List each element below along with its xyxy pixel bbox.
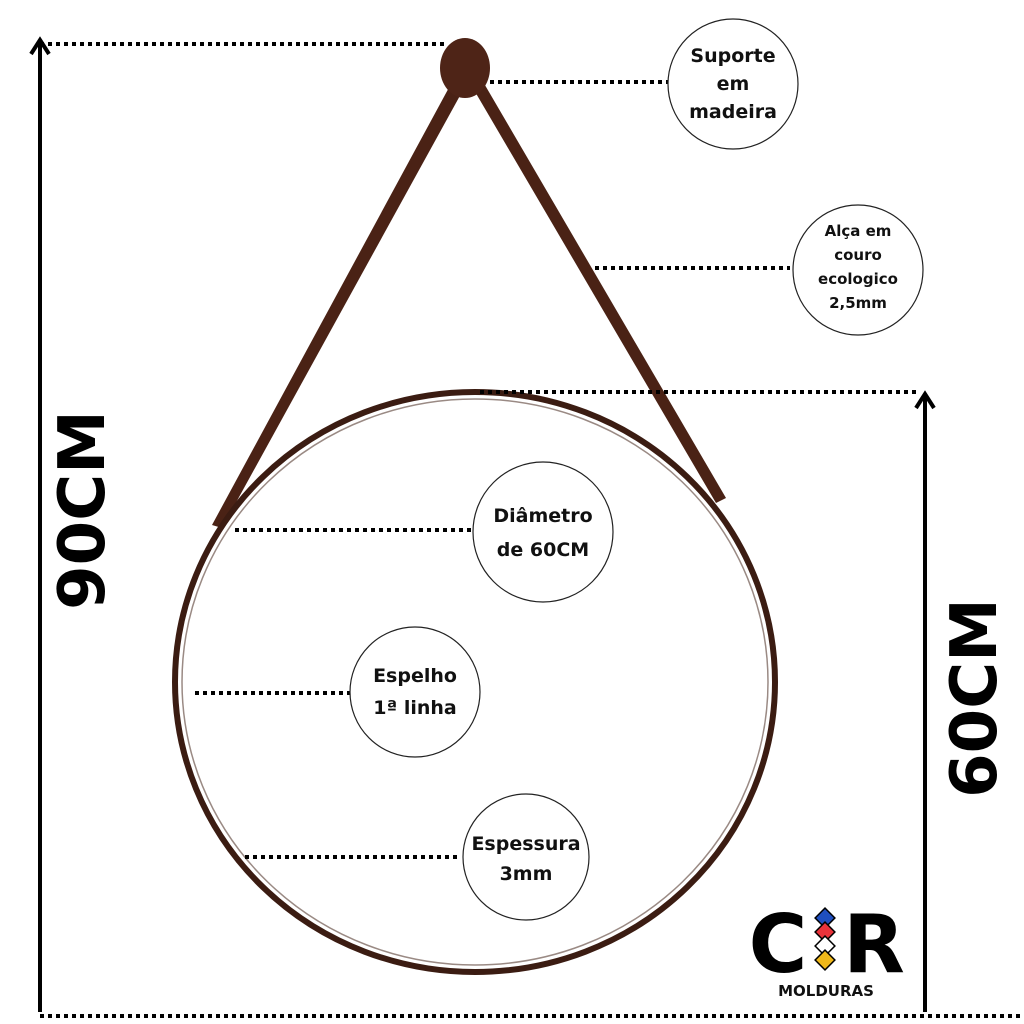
callout-text: madeira <box>689 101 777 123</box>
callout-text: couro <box>834 246 882 264</box>
height-arrowhead-icon <box>29 36 51 56</box>
callout-text: 3mm <box>500 863 553 885</box>
callout-text: Alça em <box>825 222 892 240</box>
callout-strap: Alça em couro ecologico 2,5mm <box>792 204 924 336</box>
mirror-glass <box>181 398 769 966</box>
leather-strap-left <box>212 82 462 528</box>
callout-text: de 60CM <box>497 539 589 561</box>
callout-text: Espelho <box>373 665 457 687</box>
callout-text: em <box>717 73 750 95</box>
brand-logo: C R MOLDURAS <box>749 898 905 1000</box>
callout-text: ecologico <box>818 270 898 288</box>
height-label: 90CM <box>46 410 120 610</box>
callout-text: 2,5mm <box>829 294 887 312</box>
logo-subtitle: MOLDURAS <box>778 982 874 1000</box>
callout-text: Diâmetro <box>493 505 592 527</box>
callout-text: Espessura <box>471 833 580 855</box>
svg-text:R: R <box>843 898 905 991</box>
callout-support: Suporte em madeira <box>667 18 799 150</box>
callout-thickness: Espessura 3mm <box>462 793 590 921</box>
diameter-label: 60CM <box>938 598 1012 798</box>
diameter-arrowhead-icon <box>914 390 936 410</box>
wooden-support-knob <box>440 38 490 98</box>
callout-text: 1ª linha <box>373 697 456 719</box>
callout-diameter: Diâmetro de 60CM <box>472 461 614 603</box>
leather-strap-right <box>474 80 726 503</box>
callout-mirror: Espelho 1ª linha <box>349 626 481 758</box>
callout-text: Suporte <box>690 45 775 67</box>
svg-text:C: C <box>749 898 808 991</box>
